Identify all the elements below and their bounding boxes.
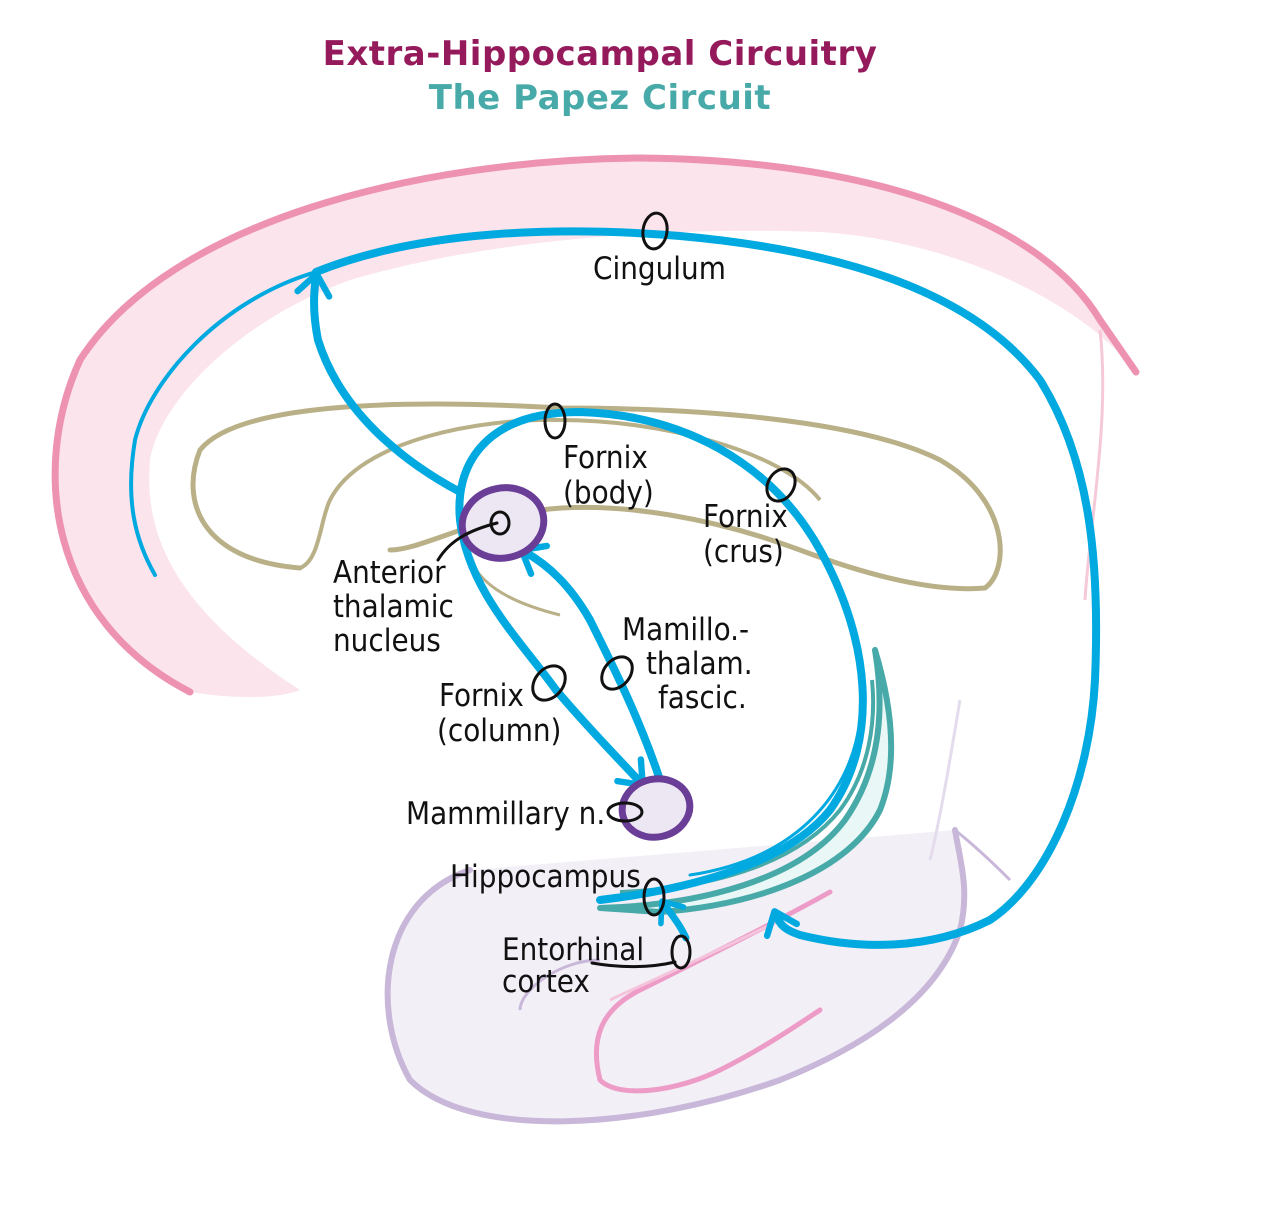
- entorhinal-hippocampus-arrow: [658, 898, 690, 942]
- diagram-title: Extra-Hippocampal Circuitry: [322, 34, 878, 74]
- mammillary-nucleus: [618, 775, 694, 841]
- cingulum-label: Cingulum: [593, 251, 726, 287]
- entorhinal-marker: [670, 934, 692, 970]
- location-markers: [489, 211, 797, 970]
- hippocampus-label: Hippocampus: [450, 859, 641, 895]
- corpus-callosum-inner: [299, 417, 822, 570]
- mammillary-shape: [618, 775, 694, 841]
- anterior-thalamic-shape: [458, 484, 548, 562]
- fornix-column-marker: [531, 664, 567, 702]
- cingulate-fill: [55, 158, 1137, 698]
- entorhinal-label: Entorhinal cortex: [502, 932, 653, 1000]
- anterior-thalamic-nucleus: [458, 484, 548, 562]
- mammillary-label: Mammillary n.: [406, 796, 605, 832]
- fornix-body-marker: [543, 402, 567, 440]
- parahippocampal-inner: [609, 918, 781, 1002]
- cingulate-gyrus: [51, 154, 1140, 698]
- thalamocingulate-arrow: [294, 270, 464, 496]
- entorhinal-leader: [590, 960, 677, 969]
- hippocampus-marker: [642, 877, 666, 917]
- mamillothalamic-marker: [600, 655, 634, 691]
- anterior-thalamic-leader: [436, 521, 499, 562]
- hippocampus-body: [597, 647, 895, 915]
- papez-pathway: [129, 227, 1101, 949]
- temporal-lobe-inner: [518, 958, 601, 1011]
- cingulate-outline: [51, 154, 1140, 696]
- fornix-crus-marker: [765, 467, 797, 503]
- fornix-fimbria: [688, 718, 862, 877]
- fornix-column-label: Fornix (column): [437, 678, 561, 749]
- fornix-body-label: Fornix (body): [563, 440, 657, 511]
- cingulate-shade: [1083, 329, 1105, 601]
- temporal-lobe: [384, 699, 1012, 1125]
- mammillary-marker: [606, 801, 644, 823]
- parahippocampal-gyrus: [593, 889, 833, 1094]
- fornix-crus-label: Fornix (crus): [703, 499, 797, 570]
- fornix-pathway: [455, 408, 867, 904]
- diagram-subtitle: The Papez Circuit: [428, 78, 772, 118]
- temporal-lobe-tail: [954, 828, 1012, 882]
- cingulum-marker: [641, 211, 669, 251]
- anterior-thalamic-marker: [489, 510, 511, 536]
- temporal-lobe-shade: [928, 699, 962, 861]
- mamillothalamic-arrow: [518, 542, 664, 784]
- cingulum-bundle: [312, 227, 1101, 949]
- cingulum-posterior: [129, 270, 318, 577]
- corpus-callosum-outline: [190, 401, 1003, 592]
- anterior-thalamic-label: Anterior thalamic nucleus: [333, 555, 463, 659]
- leader-lines: [436, 521, 677, 969]
- structure-labels: Cingulum Fornix (body) Fornix (crus) Ant…: [333, 251, 797, 1000]
- mamillothalamic-label: Mamillo.- thalam. fascic.: [622, 612, 761, 716]
